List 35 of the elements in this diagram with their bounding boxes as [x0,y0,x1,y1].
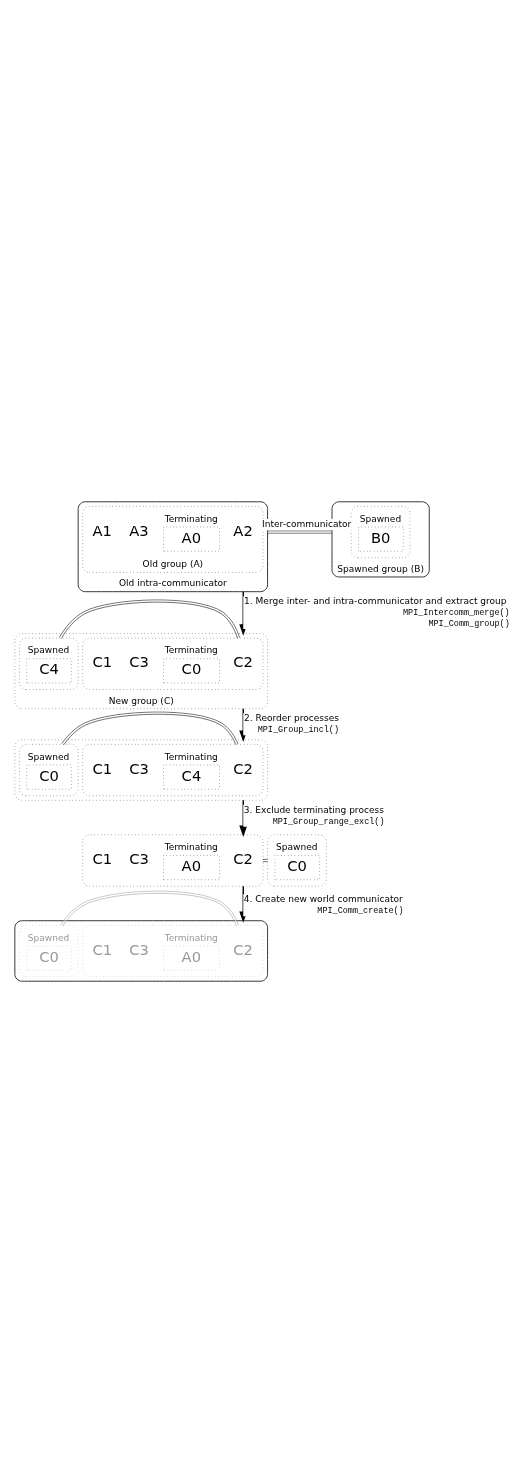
node-text: C1 [92,653,113,671]
edge-label: 4. Create new world communicator [243,894,403,905]
node-text: C3 [129,653,149,671]
node-text: C3 [129,759,149,777]
node-label: Spawned [359,513,402,524]
label: MPI_Group_incl() [257,725,339,736]
node-label: Spawned [276,842,318,853]
node-text: C1 [92,759,113,777]
node-label: Spawned [27,645,70,656]
node-text: C2 [233,850,253,868]
node-text: C2 [233,653,253,671]
node-label: Terminating [164,932,218,943]
label: MPI_Comm_create() [317,906,404,917]
node-label: Terminating [164,513,218,524]
node-text: C3 [129,850,149,868]
label: MPI_Group_range_excl() [272,816,385,827]
node-text: A1 [92,521,112,539]
node-label: Terminating [164,645,218,656]
node-label: Terminating [164,842,218,853]
label: MPI_Comm_group() [428,618,510,629]
node-text: C3 [129,940,149,958]
edge-label: Inter-communicator [262,518,352,529]
node-label: Terminating [164,751,218,762]
node-text: C1 [92,940,113,958]
node-text: C1 [92,850,113,868]
node-text: C2 [233,940,253,958]
node-text: A3 [129,521,149,539]
label: MPI_Intercomm_merge() [402,607,510,618]
node-label: Spawned [27,751,70,762]
node-label: Spawned [27,932,70,943]
node-text: A2 [233,521,253,539]
edge-label: 2. Reorder processes [244,713,339,724]
node-text: C2 [233,759,253,777]
edge-label: 1. Merge inter- and intra-communicator and extract group [244,596,507,606]
edge-label: 3. Exclude terminating process [243,804,384,815]
